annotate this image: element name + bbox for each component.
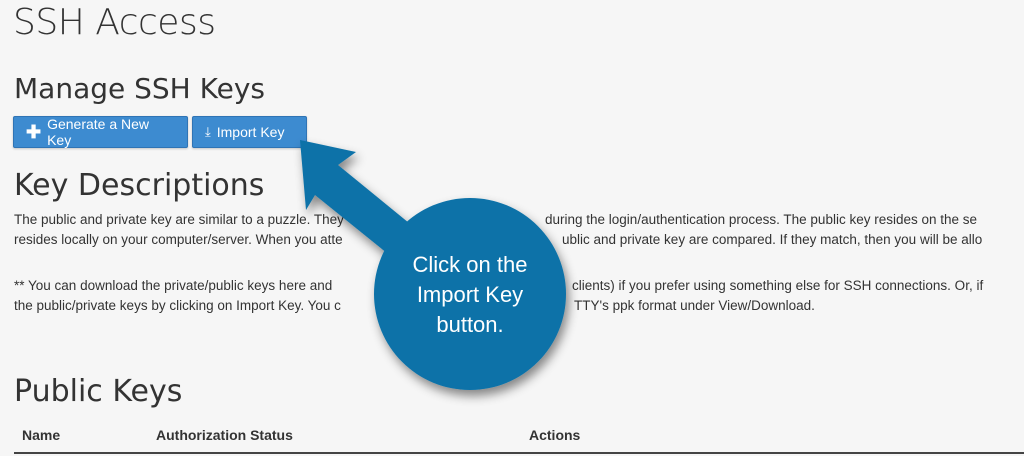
callout-line-1: Click on the: [412, 252, 528, 277]
key-descriptions-heading: Key Descriptions: [14, 168, 265, 203]
callout-text: Click on the Import Key button.: [370, 250, 570, 340]
column-authorization-status[interactable]: Authorization Status: [156, 427, 293, 443]
import-icon: ⤓: [205, 124, 211, 139]
plus-icon: ✚: [26, 121, 42, 142]
manage-ssh-keys-heading: Manage SSH Keys: [14, 72, 265, 105]
desc-line1-left: The public and private key are similar t…: [14, 212, 344, 227]
callout-circle: [374, 198, 566, 390]
column-actions: Actions: [529, 427, 581, 443]
note-line1-right: clients) if you prefer using something e…: [572, 278, 984, 293]
desc-line2-right: ublic and private key are compared. If t…: [562, 232, 983, 247]
table-header-divider: [14, 452, 1024, 454]
desc-line2-left: resides locally on your computer/server.…: [14, 232, 343, 247]
note-line2-left: the public/private keys by clicking on I…: [14, 298, 341, 313]
generate-new-key-button[interactable]: ✚ Generate a New Key: [13, 116, 188, 148]
public-keys-heading: Public Keys: [14, 374, 183, 409]
callout-line-3: button.: [436, 312, 504, 337]
column-name[interactable]: Name: [22, 427, 61, 443]
page-title: SSH Access: [13, 2, 216, 43]
note-line1-left: ** You can download the private/public k…: [14, 278, 333, 293]
callout-arrow: [300, 140, 420, 262]
import-label: Import Key: [216, 124, 285, 140]
callout-line-2: Import Key: [416, 282, 524, 307]
note-line2-right: TTY's ppk format under View/Download.: [574, 298, 815, 313]
generate-label: Generate a New Key: [47, 116, 150, 148]
import-key-button[interactable]: ⤓ Import Key: [192, 116, 307, 148]
desc-line1-right: during the login/authentication process.…: [545, 212, 978, 227]
